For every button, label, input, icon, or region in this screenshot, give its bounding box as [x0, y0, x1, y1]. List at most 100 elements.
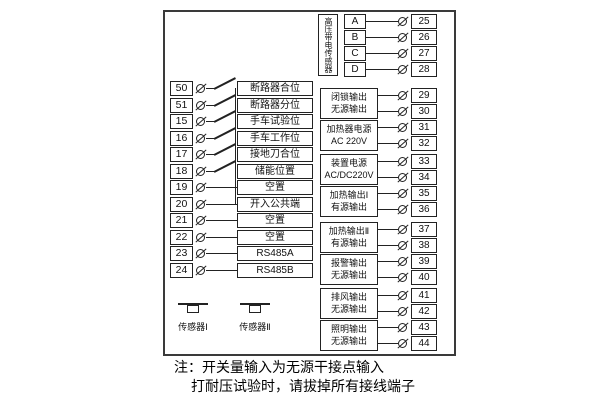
input-label: 开入公共端	[237, 196, 313, 212]
wire	[378, 295, 398, 296]
wire	[206, 220, 237, 221]
terminal-number: 24	[170, 262, 193, 278]
screw-terminal-icon	[196, 216, 205, 225]
wire	[206, 253, 237, 254]
input-label: 空置	[237, 229, 313, 245]
terminal-number: 32	[411, 136, 437, 151]
output-label-line: 闭锁输出	[330, 92, 367, 103]
wire	[378, 277, 398, 278]
output-label: 闭锁输出无源输出	[320, 88, 378, 119]
wire	[366, 21, 398, 22]
screw-terminal-icon	[398, 65, 407, 74]
terminal-number: 43	[411, 320, 437, 335]
wire	[378, 209, 398, 210]
output-label-line: 装置电源	[330, 158, 367, 169]
screw-terminal-icon	[398, 257, 407, 266]
wire	[206, 104, 215, 106]
input-label: RS485B	[237, 262, 313, 278]
screw-terminal-icon	[196, 265, 205, 275]
terminal-number: 25	[411, 14, 437, 29]
terminal-number: 51	[170, 97, 193, 113]
terminal-number: 20	[170, 196, 193, 212]
wire	[378, 245, 398, 246]
input-row-19: 19 空置	[0, 180, 600, 195]
terminal-number: 18	[170, 163, 193, 179]
input-row-50: 50 断路器合位	[0, 77, 600, 96]
input-label: 断路器合位	[237, 81, 313, 96]
input-row-20: 20 开入公共端	[0, 196, 600, 212]
screw-terminal-icon	[196, 100, 205, 110]
terminal-number: 23	[170, 246, 193, 261]
screw-terminal-icon	[398, 273, 407, 282]
output-label-line: 无源输出	[330, 304, 367, 314]
terminal-number: 38	[411, 238, 437, 253]
sensor-icon-body	[187, 305, 199, 313]
output-label-line: 有源输出	[330, 202, 367, 212]
screw-terminal-icon	[196, 150, 205, 159]
output-label-line: 有源输出	[330, 238, 367, 248]
output-label-line: AC/DC220V	[324, 170, 374, 180]
wire	[378, 177, 398, 178]
screw-terminal-icon	[398, 291, 407, 300]
output-label-line: 无源输出	[330, 104, 367, 114]
screw-terminal-icon	[398, 157, 407, 166]
output-label-line: 无源输出	[330, 270, 367, 280]
input-label: 接地刀合位	[237, 147, 313, 162]
output-label: 照明输出无源输出	[320, 320, 378, 351]
sensor-2: 传感器Ⅱ	[237, 296, 273, 332]
wire	[378, 193, 398, 194]
input-label: 手车工作位	[237, 130, 313, 146]
wire	[206, 121, 215, 122]
wire	[378, 143, 398, 144]
terminal-number: 29	[411, 88, 437, 103]
input-label: 空置	[237, 213, 313, 228]
output-label: 排风输出无源输出	[320, 288, 378, 319]
wire	[378, 161, 398, 162]
wire	[206, 137, 215, 139]
input-label: 空置	[237, 180, 313, 195]
screw-terminal-icon	[398, 17, 407, 26]
input-label: 储能位置	[237, 163, 313, 179]
hv-channel-letter: D	[344, 62, 366, 77]
terminal-number: 15	[170, 114, 193, 129]
wire	[206, 187, 237, 188]
common-bus-line	[235, 88, 236, 204]
sensor-label: 传感器Ⅱ	[239, 322, 271, 332]
hv-channel-letter: C	[344, 46, 366, 61]
wire	[206, 203, 237, 205]
output-label-line: 加热器电源	[326, 124, 372, 135]
sensor-icon	[178, 303, 208, 305]
screw-terminal-icon	[196, 133, 205, 143]
terminal-number: 21	[170, 213, 193, 228]
wire	[366, 37, 398, 38]
terminal-number: 16	[170, 130, 193, 146]
terminal-number: 50	[170, 81, 193, 96]
screw-terminal-icon	[398, 205, 407, 214]
screw-terminal-icon	[398, 173, 407, 182]
terminal-number: 42	[411, 304, 437, 319]
output-label-line: 加热输出Ⅰ	[329, 190, 369, 201]
terminal-number: 40	[411, 270, 437, 285]
terminal-number: 36	[411, 202, 437, 217]
hv-sensor-label: 高压带电传感器	[318, 14, 338, 76]
terminal-number: 44	[411, 336, 437, 351]
screw-terminal-icon	[196, 84, 205, 93]
sensor-icon-body	[249, 305, 261, 313]
wire	[206, 269, 237, 271]
terminal-number: 34	[411, 170, 437, 185]
terminal-number: 35	[411, 186, 437, 201]
output-label: 报警输出无源输出	[320, 254, 378, 285]
terminal-number: 26	[411, 30, 437, 45]
screw-terminal-icon	[398, 225, 407, 234]
terminal-number: 41	[411, 288, 437, 303]
terminal-number: 19	[170, 180, 193, 195]
